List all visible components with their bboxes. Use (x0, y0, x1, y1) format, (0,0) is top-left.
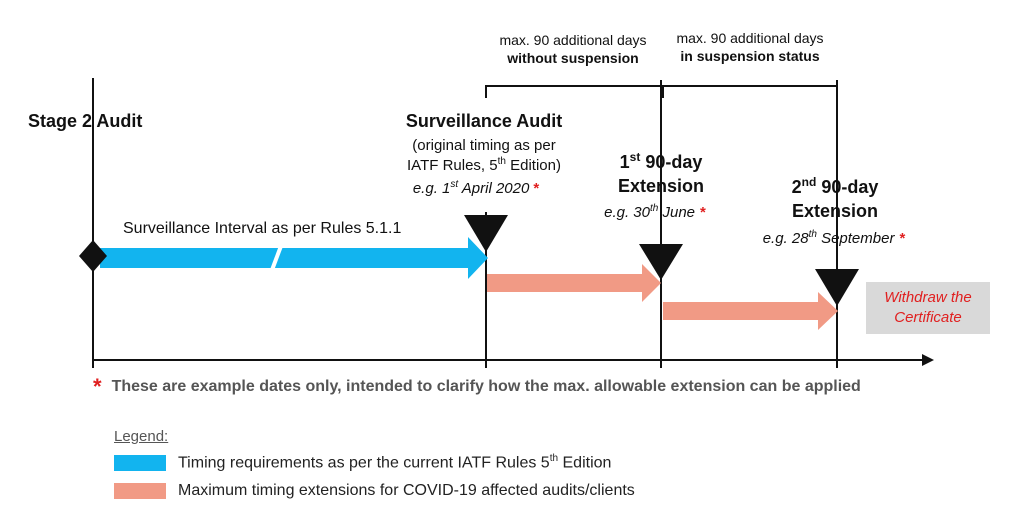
example-dates-note: * These are example dates only, intended … (93, 374, 861, 404)
blue-arrow-part2 (272, 237, 488, 279)
legend-title: Legend: (114, 428, 169, 445)
bracket2-line2: in suspension status (680, 48, 819, 64)
legend-item-salmon: Maximum timing extensions for COVID-19 a… (114, 481, 635, 501)
surveillance-title: Surveillance Audit (406, 111, 562, 131)
surveillance-triangle (464, 215, 508, 252)
timeline-axis-arrowhead (922, 354, 934, 366)
ext2-title: 2nd 90-day (792, 175, 879, 197)
ext2-date: e.g. 28th September* (763, 229, 906, 247)
bracket2-line1: max. 90 additional days (676, 30, 823, 46)
legend-swatch-blue (114, 455, 166, 471)
interval-label: Surveillance Interval as per Rules 5.1.1 (123, 220, 401, 237)
legend-swatch-salmon (114, 483, 166, 499)
stage2-diamond (79, 240, 107, 272)
legend-item-blue: Timing requirements as per the current I… (114, 453, 611, 473)
surveillance-date: e.g. 1st April 2020* (413, 179, 539, 197)
bracket-without-suspension (485, 85, 662, 98)
salmon-arrow-1 (487, 264, 661, 302)
ext2-triangle (815, 269, 859, 306)
surveillance-line1: (original timing as per (412, 137, 555, 154)
blue-arrow-break (270, 245, 283, 271)
ext2-title-line2: Extension (792, 201, 878, 221)
ext1-triangle (639, 244, 683, 280)
surveillance-line2: IATF Rules, 5th Edition) (407, 156, 561, 174)
bracket1-line2: without suspension (506, 50, 638, 66)
ext1-title: 1st 90-day (620, 150, 703, 172)
legend-text-blue: Timing requirements as per the current I… (178, 453, 612, 472)
ext1-date: e.g. 30th June* (604, 203, 706, 221)
note-text: These are example dates only, intended t… (111, 378, 861, 395)
stage2-title: Stage 2 Audit (28, 111, 142, 131)
withdraw-certificate-box: Withdraw the Certificate (866, 282, 990, 334)
withdraw-line1: Withdraw the (884, 289, 972, 306)
salmon-arrow-2 (663, 292, 838, 330)
bracket-in-suspension (662, 85, 838, 98)
note-star: * (93, 374, 102, 399)
ext1-title-line2: Extension (618, 176, 704, 196)
bracket1-line1: max. 90 additional days (499, 32, 646, 48)
legend-text-salmon: Maximum timing extensions for COVID-19 a… (178, 482, 635, 499)
withdraw-line2: Certificate (894, 309, 962, 326)
blue-arrow-part1 (100, 248, 281, 268)
